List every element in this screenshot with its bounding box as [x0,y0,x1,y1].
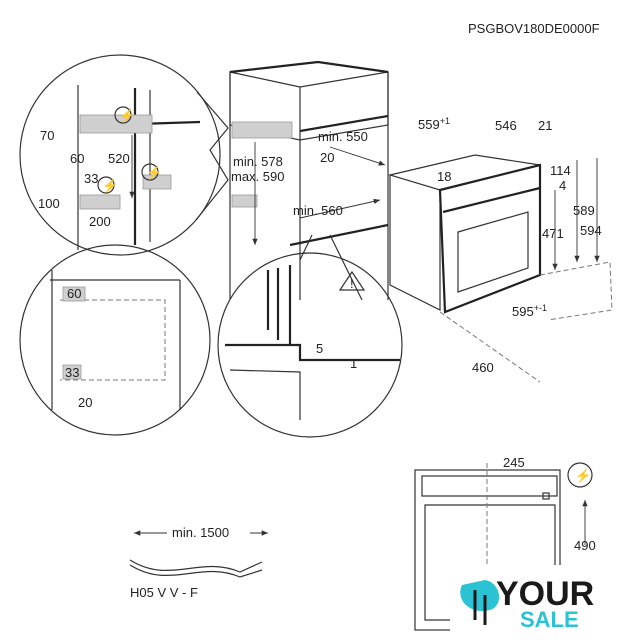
detail-circle-vents: 60 33 20 [19,244,211,436]
dim-1: 1 [350,356,357,371]
svg-text:⚡: ⚡ [102,178,118,194]
dim-20: 20 [320,150,334,165]
detail-circle-sockets: ⚡ ⚡ ⚡ 70 60 520 33 100 200 [19,54,229,256]
svg-text:⚡: ⚡ [575,468,591,484]
logo-your: YOUR [496,575,594,613]
dim-589: 589 [573,203,595,218]
power-icon [114,106,132,124]
dim-4: 4 [559,178,566,193]
cable-type-label: H05 V V - F [130,585,198,600]
power-icon [567,462,593,488]
svg-text:⚡: ⚡ [119,108,135,124]
socket-zone-lower [79,194,121,210]
rear-view-drawing: ⚡ 245 490 [414,455,596,631]
shopping-bag-icon [460,580,500,611]
warning-icon [338,270,366,291]
dim-594: 594 [580,223,602,238]
logo-sale: SALE [520,607,579,632]
power-icon [141,163,159,181]
dim-559: 559+1 [418,116,450,132]
dim-max-590: max. 590 [231,169,284,184]
socket-zone-upper [79,114,153,134]
dim-21: 21 [538,118,552,133]
svg-text:⚡: ⚡ [146,165,162,181]
dim-min-550: min. 550 [318,129,368,144]
dim-min-578: min. 578 [233,154,283,169]
dim-5: 5 [316,341,323,356]
dim-471: 471 [542,226,564,241]
model-code: PSGBOV180DE0000F [468,21,600,36]
svg-text:!: ! [350,276,354,291]
dim-460: 460 [472,360,494,375]
dim-60: 60 [70,151,84,166]
dim-33-vent: 33 [65,365,79,380]
yoursale-logo: YOUR SALE [450,565,610,640]
dim-cable-length: min. 1500 [172,525,229,540]
cabinet-drawing: min. 550 20 min. 578 max. 590 min. 560 [229,60,389,300]
dim-114: 114 [550,163,571,178]
dim-33: 33 [84,171,98,186]
dim-60-vent: 60 [67,286,81,301]
dim-18: 18 [437,169,451,184]
dim-200: 200 [89,214,111,229]
dim-595: 595+-1 [512,303,547,319]
dim-100: 100 [38,196,60,211]
cable-drawing: min. 1500 H05 V V - F [129,525,268,600]
dim-520: 520 [108,151,130,166]
dim-546: 546 [495,118,517,133]
detail-circle-alignment: ! 5 1 [217,234,403,438]
power-icon [97,176,115,194]
dim-245: 245 [503,455,525,470]
dim-70: 70 [40,128,54,143]
dim-20-vent: 20 [78,395,92,410]
dim-490: 490 [574,538,596,553]
oven-drawing: 559+1 546 21 18 114 4 589 594 471 595+-1… [387,116,613,383]
dim-min-560: min. 560 [293,203,343,218]
